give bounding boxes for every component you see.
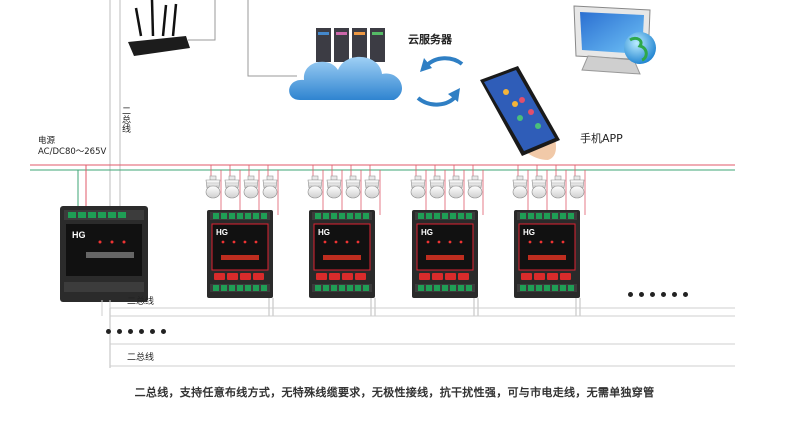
bus-label-2: 二总线 [127,353,155,363]
switch-modules [205,165,586,316]
mobile-app-label: 手机APP [580,132,623,145]
switch-module [307,165,381,316]
cloud-server-icon [289,28,403,100]
cloud-server-label: 云服务器 [408,33,452,46]
bus-power-module: HG [60,206,148,302]
light-bulb-icon [243,175,259,199]
light-bulb-icon [205,175,221,199]
globe-icon [624,32,656,64]
light-bulb-icon [550,175,566,199]
bus-vertical-label: 二总线 [121,107,131,135]
caption: 二总线，支持任意布线方式，无特殊线缆要求，无极性接线，抗干扰性强，可与市电走线，… [134,386,655,399]
light-bulb-icon [345,175,361,199]
bus-lines-bottom [101,300,735,367]
switch-module-body [513,209,581,299]
switch-module-body [206,209,274,299]
light-bulb-icon [262,175,278,199]
svg-text:HG: HG [72,230,86,240]
switch-module-body [308,209,376,299]
light-bulb-icon [326,175,342,199]
light-bulb-icon [429,175,445,199]
light-bulb-icon [364,175,380,199]
light-bulb-icon [410,175,426,199]
continuation-dots-right [628,292,694,297]
switch-module [410,165,484,316]
bus-label-1: 二总线 [127,297,155,307]
light-bulb-icon [448,175,464,199]
power-lines [30,164,735,210]
light-bulb-icon [224,175,240,199]
light-bulb-icon [467,175,483,199]
switch-module-body [411,209,479,299]
network-lines [188,0,297,77]
light-bulb-icon [569,175,585,199]
power-title: 电源 [38,136,56,146]
vertical-bus-lines [109,0,121,368]
light-bulb-icon [531,175,547,199]
switch-module [205,165,279,316]
power-spec: AC/DC80～265V [38,147,107,157]
smartphone-icon [480,66,560,160]
sync-arrowheads [420,58,460,102]
router-icon [128,0,190,56]
power-label: 电源 AC/DC80～265V [38,136,106,158]
continuation-dots-left [106,329,172,334]
switch-module [512,165,586,316]
light-bulb-icon [307,175,323,199]
light-bulb-icon [512,175,528,199]
